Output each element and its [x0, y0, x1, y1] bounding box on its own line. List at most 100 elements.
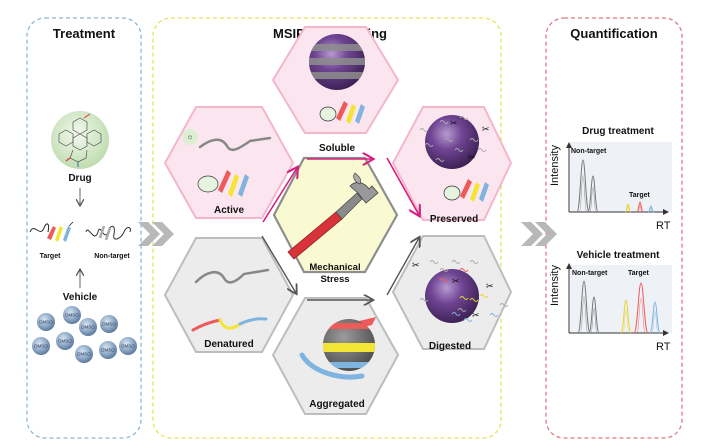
dmso-molecule-icon: DMSO: [100, 315, 118, 333]
dmso-molecule-icon: DMSO: [63, 306, 81, 324]
svg-text:⌬: ⌬: [188, 135, 192, 141]
peptide-fragment: [454, 148, 464, 152]
digested-label: Digested: [429, 341, 471, 352]
flow-arrow-denatured-to-aggregated: [261, 235, 296, 293]
vehicle-chart-target-label: Target: [628, 270, 650, 277]
scissors-icon: ✂: [482, 124, 490, 134]
peptide-fragment: [444, 138, 454, 142]
svg-text:DMSO: DMSO: [65, 313, 79, 318]
nontarget-protein-icon: [85, 225, 131, 241]
mechanical-stress-label-line2: Stress: [320, 274, 349, 285]
dmso-molecule-icon: DMSO: [119, 337, 137, 355]
aggregated-label: Aggregated: [309, 399, 365, 410]
svg-text:DMSO: DMSO: [81, 325, 95, 330]
svg-text:✂: ✂: [472, 310, 480, 320]
chromatogram-peak: [577, 280, 591, 334]
chromatogram-peak: [649, 301, 661, 334]
soluble-label: Soluble: [319, 143, 356, 154]
scissors-icon: ✂: [486, 281, 494, 291]
active-label: Active: [214, 205, 244, 216]
hex-active: [163, 106, 295, 219]
svg-text:DMSO: DMSO: [121, 344, 135, 349]
peptide-fragment: [435, 158, 445, 162]
peptide-fragment: [477, 148, 487, 152]
vehicle-chart-area: [570, 265, 672, 333]
vehicle-chart-peaks: [577, 280, 661, 334]
denatured-label: Denatured: [204, 339, 253, 350]
drug-bound-small-icon: ⌬: [182, 129, 198, 145]
treatment-panel: [26, 17, 142, 439]
unfolded-protein-line: [198, 136, 272, 152]
unfolded-target-protein: [191, 317, 268, 332]
peptide-fragment: [439, 268, 449, 272]
peptide-fragment: [451, 260, 461, 264]
chromatogram-peak: [633, 282, 649, 334]
drug-label: Drug: [68, 173, 91, 184]
peptide-fragment: [459, 268, 469, 272]
preserved-sphere-icon: [425, 115, 479, 169]
peptide-fragment: [479, 294, 489, 298]
peptide-fragments: [419, 116, 487, 162]
treatment-title: Treatment: [53, 26, 116, 41]
svg-text:✂: ✂: [468, 152, 476, 162]
chevron-arrow-icon: [521, 222, 557, 246]
peptide-fragment: [439, 278, 449, 282]
dmso-molecule-icon: DMSO: [56, 332, 74, 350]
drug-chart-xlabel: RT: [656, 220, 671, 232]
peptide-fragment: [424, 143, 434, 147]
vehicle-label: Vehicle: [63, 292, 98, 303]
dmso-molecule-icon: DMSO: [32, 337, 50, 355]
peptide-fragments: [419, 260, 509, 322]
svg-text:DMSO: DMSO: [58, 339, 72, 344]
scissors-icon: ✂: [450, 118, 458, 128]
hammer-icon: [287, 172, 379, 260]
chevron-arrow-icon: [138, 222, 174, 246]
svg-text:DMSO: DMSO: [101, 348, 115, 353]
peptide-fragment: [463, 318, 473, 322]
dmso-molecule-icon: DMSO: [75, 345, 93, 363]
peptide-fragment: [469, 260, 479, 264]
target-label: Target: [40, 253, 62, 260]
svg-text:✂: ✂: [452, 276, 460, 286]
chromatogram-peak: [648, 205, 654, 213]
peptide-fragment: [469, 298, 479, 302]
folded-target-protein-icon: [197, 170, 249, 197]
chromatogram-peak: [636, 201, 644, 213]
dmso-molecule-icon: DMSO: [79, 318, 97, 336]
peptide-fragment: [429, 260, 439, 264]
mechanical-stress-label-line1: Mechanical: [309, 262, 360, 273]
soluble-sphere-icon: [309, 34, 365, 90]
svg-text:✂: ✂: [482, 124, 490, 134]
scissors-icon: ✂: [472, 310, 480, 320]
chromatogram-peak: [576, 159, 590, 213]
hex-denatured: [163, 237, 295, 353]
svg-text:✂: ✂: [412, 260, 420, 270]
peptide-fragment: [469, 138, 479, 142]
peptide-fragment: [459, 116, 469, 120]
peptide-fragment: [499, 303, 509, 307]
chromatogram-peak: [625, 203, 631, 213]
target-protein-icon: [29, 221, 74, 242]
vehicle-chart-title: Vehicle treatment: [577, 250, 660, 261]
drug-chart-peaks: [576, 159, 654, 213]
svg-text:DMSO: DMSO: [39, 320, 53, 325]
quantification-title: Quantification: [570, 26, 657, 41]
chromatogram-peak: [620, 299, 632, 334]
chromatogram-peak: [588, 296, 600, 334]
quantification-panel: [545, 17, 683, 439]
dmso-molecules: DMSO DMSO DMSO DMSO DMSO DMSO DMSO DMSO DMSO: [32, 306, 137, 363]
chromatogram-peak: [587, 175, 599, 213]
folded-target-protein-icon: [319, 101, 365, 124]
vehicle-chart-ylabel: Intensity: [549, 265, 561, 306]
peptide-fragment: [459, 296, 469, 300]
drug-molecule-icon: [51, 111, 109, 169]
peptide-fragment: [457, 308, 467, 312]
drug-chart-nontarget-label: Non-target: [571, 148, 607, 155]
nontarget-label: Non-target: [94, 253, 130, 260]
peptide-fragment: [489, 313, 499, 317]
peptide-fragment: [419, 298, 429, 302]
vehicle-chart-nontarget-label: Non-target: [572, 270, 608, 277]
svg-text:DMSO: DMSO: [77, 352, 91, 357]
dmso-molecule-icon: DMSO: [37, 313, 55, 331]
